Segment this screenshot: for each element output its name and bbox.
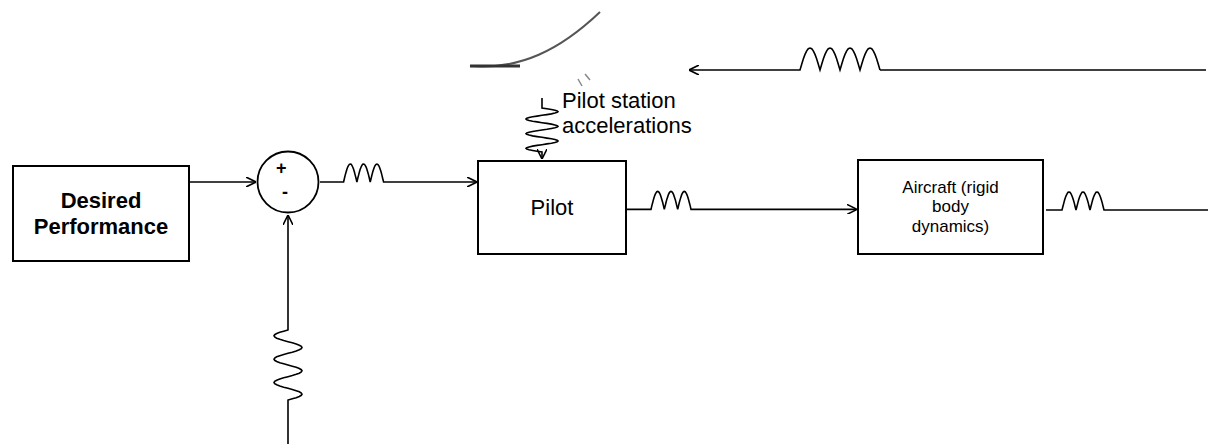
acceleration-arrow — [526, 98, 558, 158]
junction-outline — [256, 150, 320, 214]
output-signal — [1046, 192, 1208, 210]
reference-box: Desired Performance — [12, 165, 190, 262]
node-label: Desired Performance — [26, 188, 176, 239]
text-wrap: Desired Performance — [26, 188, 176, 239]
minus-sign: - — [282, 182, 288, 203]
node-label: Aircraft (rigid body dynamics) — [895, 178, 1007, 237]
aircraft-sketch — [470, 65, 520, 68]
summing-junction: +- — [256, 150, 320, 214]
node-label: Pilot — [531, 195, 574, 220]
aircraft-box: Aircraft (rigid body dynamics) — [857, 159, 1044, 255]
feedback-signal — [274, 216, 302, 444]
aircraft-sketch — [470, 12, 600, 67]
signal-label: Pilot station accelerations — [560, 88, 764, 139]
aircraft-sketch — [578, 74, 590, 86]
vibration-arrow — [690, 48, 1206, 70]
signal-arrow — [320, 164, 476, 182]
plus-sign: + — [276, 158, 287, 179]
signal-arrow — [190, 181, 255, 183]
text-wrap: Aircraft (rigid body dynamics) — [895, 178, 1007, 237]
text-wrap: Pilot — [531, 195, 574, 220]
pilot-box: Pilot — [477, 160, 627, 255]
signal-arrow — [627, 191, 856, 209]
